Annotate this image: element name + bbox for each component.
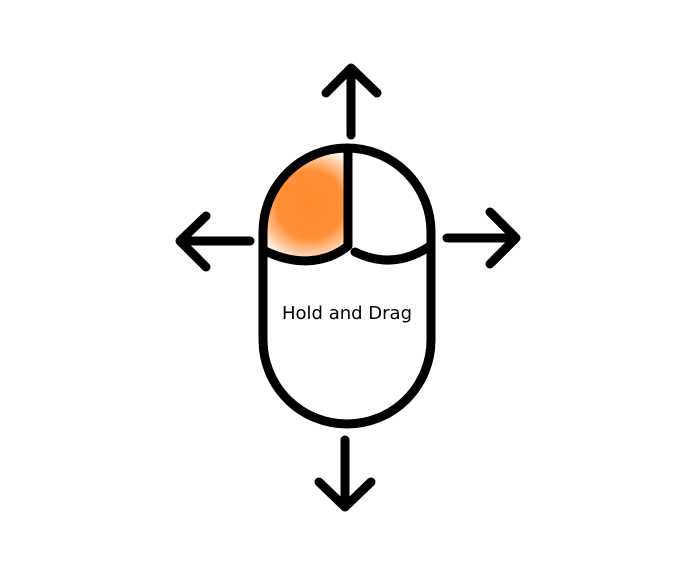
arrow-right-icon (442, 207, 521, 269)
arrow-up-icon (321, 63, 382, 140)
arrow-down-icon (314, 435, 376, 512)
mouse-icon (258, 143, 436, 429)
right-button-edge (350, 241, 435, 265)
hold-and-drag-label: Hold and Drag (282, 303, 412, 324)
arrow-left-icon (175, 211, 255, 272)
left-button-edge (258, 241, 353, 266)
